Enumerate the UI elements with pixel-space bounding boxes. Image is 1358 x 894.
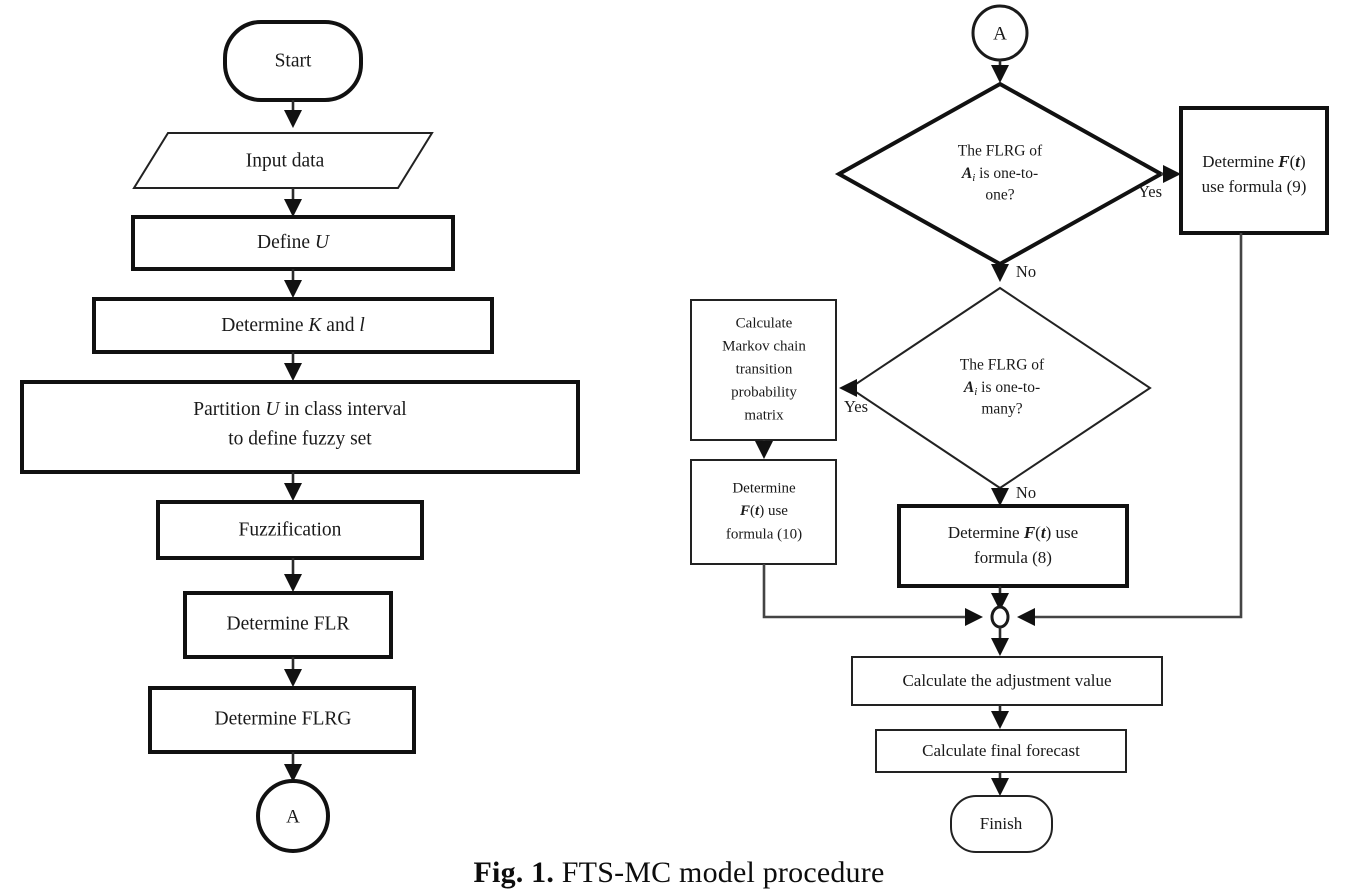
node-partition-u: Partition U in class interval to define … xyxy=(20,380,580,474)
node-decision-one-to-one-line3: one? xyxy=(985,187,1014,204)
figure-caption-text: FTS-MC model procedure xyxy=(561,856,885,889)
node-determine-flr-label: Determine FLR xyxy=(227,613,350,634)
node-define-u: Define U xyxy=(131,215,455,271)
node-formula-10: Determine F(t) use formula (10) xyxy=(690,459,837,565)
node-fuzzification-label: Fuzzification xyxy=(239,519,342,540)
node-formula-8-line1: Determine F(t) use xyxy=(948,523,1078,542)
figure-caption-label: Fig. 1. xyxy=(473,856,555,889)
node-formula-8-line2: formula (8) xyxy=(974,548,1052,567)
edge-formula10-to-merge xyxy=(762,564,984,627)
node-start-label: Start xyxy=(275,50,312,71)
node-decision-one-to-many-line3: many? xyxy=(981,401,1022,418)
node-determine-k-l: Determine K and l xyxy=(92,297,494,354)
node-markov-matrix-line1: Calculate xyxy=(736,315,793,331)
node-determine-k-l-label: Determine K and l xyxy=(221,315,365,336)
node-markov-matrix: Calculate Markov chain transition probab… xyxy=(690,299,837,441)
node-determine-flrg-label: Determine FLRG xyxy=(214,708,351,729)
node-determine-flrg: Determine FLRG xyxy=(148,686,416,754)
node-connector-a-out-label: A xyxy=(286,806,300,827)
node-connector-a-in: A xyxy=(971,4,1029,62)
node-adjustment-value-label: Calculate the adjustment value xyxy=(902,671,1111,690)
edge-formula9-to-merge xyxy=(1016,233,1243,627)
node-decision-one-to-one-line2: Ai is one-to- xyxy=(961,165,1038,184)
node-formula-10-line1: Determine xyxy=(732,480,796,496)
node-final-forecast: Calculate final forecast xyxy=(875,729,1127,773)
node-fuzzification: Fuzzification xyxy=(156,500,424,560)
node-formula-9-line1: Determine F(t) xyxy=(1202,152,1305,171)
edge-label-one-to-one-no: No xyxy=(1016,262,1036,281)
edge-label-one-to-many-no: No xyxy=(1016,483,1036,502)
node-markov-matrix-line4: probability xyxy=(731,384,797,400)
node-formula-9-line2: use formula (9) xyxy=(1202,177,1307,196)
node-decision-one-to-many-line2: Ai is one-to- xyxy=(963,379,1040,398)
node-start: Start xyxy=(223,20,363,102)
node-finish-label: Finish xyxy=(980,814,1023,833)
node-partition-u-line1: Partition U in class interval xyxy=(193,399,407,420)
node-decision-one-to-one: The FLRG of Ai is one-to- one? xyxy=(834,81,1166,267)
node-input-data: Input data xyxy=(132,132,434,189)
node-decision-one-to-many-line1: The FLRG of xyxy=(960,357,1045,374)
node-formula-8: Determine F(t) use formula (8) xyxy=(897,504,1129,588)
figure-caption: Fig. 1. FTS-MC model procedure xyxy=(0,856,1358,890)
node-markov-matrix-line5: matrix xyxy=(744,407,784,423)
node-finish: Finish xyxy=(950,795,1053,853)
node-determine-flr: Determine FLR xyxy=(183,591,393,659)
node-merge-point xyxy=(990,605,1010,629)
node-formula-10-line2: F(t) use xyxy=(739,503,788,519)
node-define-u-label: Define U xyxy=(257,232,331,253)
node-input-data-label: Input data xyxy=(246,150,325,171)
edge-label-one-to-one-yes: Yes xyxy=(1138,182,1162,201)
node-connector-a-in-label: A xyxy=(993,23,1007,44)
node-decision-one-to-many: The FLRG of Ai is one-to- many? xyxy=(848,286,1152,490)
node-decision-one-to-one-line1: The FLRG of xyxy=(958,143,1043,160)
node-final-forecast-label: Calculate final forecast xyxy=(922,741,1080,760)
node-markov-matrix-line3: transition xyxy=(736,361,793,377)
node-partition-u-line2: to define fuzzy set xyxy=(228,428,372,449)
node-markov-matrix-line2: Markov chain xyxy=(722,338,806,354)
node-connector-a-out: A xyxy=(256,779,330,853)
edge-label-one-to-many-yes: Yes xyxy=(844,397,868,416)
node-formula-10-line3: formula (10) xyxy=(726,526,802,542)
node-adjustment-value: Calculate the adjustment value xyxy=(851,656,1163,706)
node-formula-9: Determine F(t) use formula (9) xyxy=(1179,106,1329,235)
